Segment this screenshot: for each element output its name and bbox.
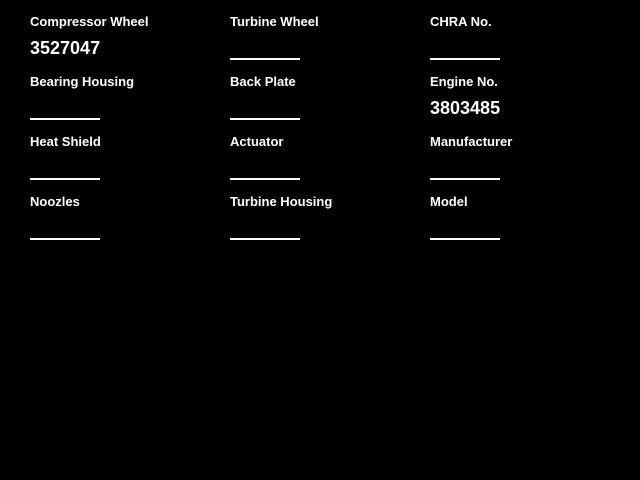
field-actuator: Actuator	[230, 134, 430, 194]
field-label-model: Model	[430, 194, 468, 209]
field-model: Model	[430, 194, 630, 254]
field-label-noozles: Noozles	[30, 194, 80, 209]
field-manufacturer: Manufacturer	[430, 134, 630, 194]
field-label-engine-no: Engine No.	[430, 74, 498, 89]
field-value-compressor-wheel[interactable]: 3527047	[30, 38, 101, 58]
field-value-chra-no[interactable]	[430, 38, 500, 60]
field-engine-no: Engine No. 3803485	[430, 74, 630, 134]
field-value-actuator[interactable]	[230, 158, 300, 180]
field-label-heat-shield: Heat Shield	[30, 134, 101, 149]
field-chra-no: CHRA No.	[430, 14, 630, 74]
field-value-engine-no[interactable]: 3803485	[430, 98, 501, 118]
field-label-chra-no: CHRA No.	[430, 14, 492, 29]
field-value-manufacturer[interactable]	[430, 158, 500, 180]
field-back-plate: Back Plate	[230, 74, 430, 134]
field-label-bearing-housing: Bearing Housing	[30, 74, 135, 89]
field-label-turbine-wheel: Turbine Wheel	[230, 14, 319, 29]
field-turbine-housing: Turbine Housing	[230, 194, 430, 254]
field-value-noozles[interactable]	[30, 218, 100, 240]
form-grid: Compressor Wheel 3527047 Turbine Wheel C…	[30, 14, 630, 254]
field-value-back-plate[interactable]	[230, 98, 300, 120]
field-compressor-wheel: Compressor Wheel 3527047	[30, 14, 230, 74]
field-label-actuator: Actuator	[230, 134, 284, 149]
field-value-model[interactable]	[430, 218, 500, 240]
field-label-compressor-wheel: Compressor Wheel	[30, 14, 149, 29]
field-turbine-wheel: Turbine Wheel	[230, 14, 430, 74]
field-bearing-housing: Bearing Housing	[30, 74, 230, 134]
field-value-bearing-housing[interactable]	[30, 98, 100, 120]
field-label-back-plate: Back Plate	[230, 74, 296, 89]
field-heat-shield: Heat Shield	[30, 134, 230, 194]
field-label-turbine-housing: Turbine Housing	[230, 194, 333, 209]
field-label-manufacturer: Manufacturer	[430, 134, 513, 149]
field-value-turbine-wheel[interactable]	[230, 38, 300, 60]
field-value-turbine-housing[interactable]	[230, 218, 300, 240]
field-noozles: Noozles	[30, 194, 230, 254]
field-value-heat-shield[interactable]	[30, 158, 100, 180]
